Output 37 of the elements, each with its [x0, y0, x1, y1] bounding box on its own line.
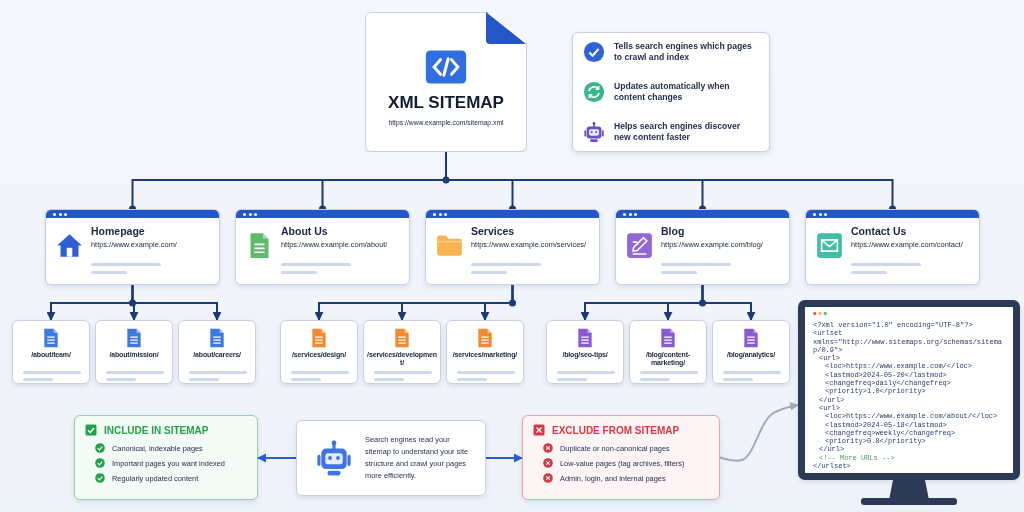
card-title: XML SITEMAP: [388, 93, 504, 113]
page-title: Services: [471, 225, 516, 237]
connector-arrow: [701, 284, 756, 321]
connector-arrow: [480, 284, 514, 321]
web-page-card: [425, 209, 600, 285]
sub-page-card: [12, 320, 90, 384]
include-list-card: [74, 415, 258, 500]
connector-arrow: [719, 402, 799, 462]
benefit-text: Tells search engines which pages to crawl and index: [614, 41, 753, 64]
info-card: [572, 32, 770, 152]
page-title: Contact Us: [851, 225, 908, 237]
web-page-card: [235, 209, 410, 285]
sub-page-card: [629, 320, 707, 384]
monitor-screen: [798, 300, 1020, 480]
connector-arrow: [485, 453, 523, 463]
list-heading: INCLUDE IN SITEMAP: [104, 424, 209, 436]
sub-page-card: [95, 320, 173, 384]
benefit-text: Helps search engines discover new content faster: [614, 120, 742, 143]
info-card: [296, 420, 486, 496]
page-title: About Us: [281, 225, 329, 237]
sub-page-card: [712, 320, 790, 384]
web-page-card: [45, 209, 220, 285]
page-title: Homepage: [91, 225, 146, 237]
web-page-card: [805, 209, 980, 285]
sub-page-card: [280, 320, 358, 384]
web-page-card: [615, 209, 790, 285]
connector-arrow: [257, 453, 297, 463]
sub-page-card: [446, 320, 524, 384]
page-title: Blog: [661, 225, 686, 237]
sub-page-card: [178, 320, 256, 384]
exclude-list-card: [522, 415, 720, 500]
list-heading: EXCLUDE FROM SITEMAP: [552, 424, 680, 436]
benefit-text: Updates automatically when content changes: [614, 80, 731, 104]
sub-page-card: [546, 320, 624, 384]
sitemap-document-card: [365, 12, 527, 152]
connector-arrow: [131, 284, 222, 321]
sub-page-card: [363, 320, 441, 384]
